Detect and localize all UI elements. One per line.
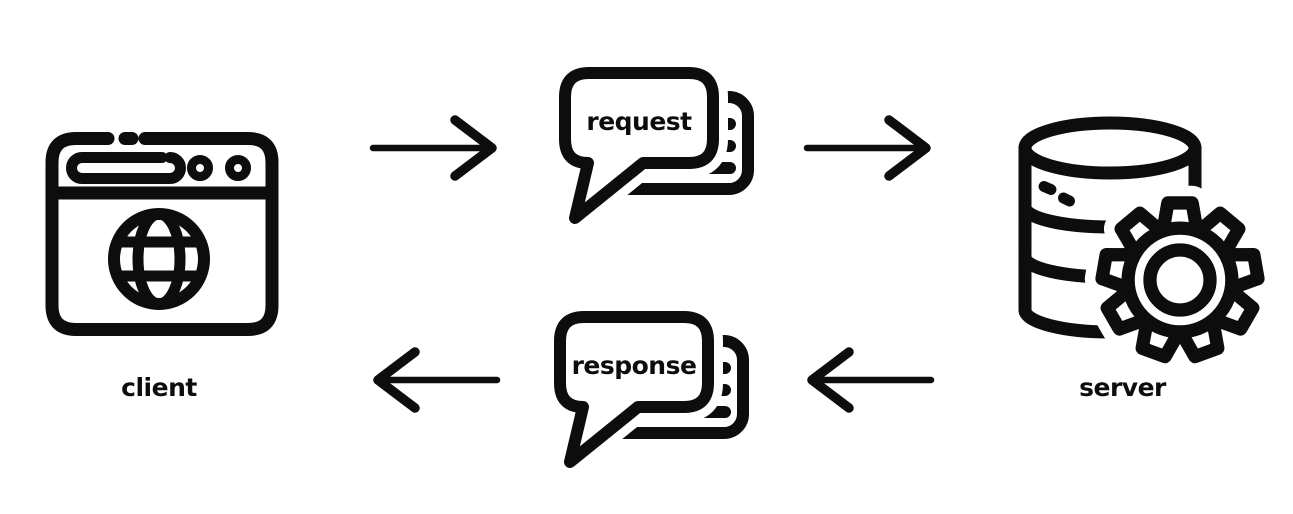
globe-icon bbox=[108, 208, 210, 310]
server-label: server bbox=[1079, 372, 1166, 402]
browser-button-icon bbox=[187, 155, 213, 181]
arrow-left-icon bbox=[373, 347, 501, 413]
arrow-client-to-request bbox=[369, 115, 497, 181]
database-gear-icon bbox=[1018, 116, 1276, 374]
browser-button-icon bbox=[225, 155, 251, 181]
database-dots bbox=[1038, 181, 1075, 207]
request-bubble bbox=[550, 58, 754, 233]
arrow-request-to-server bbox=[803, 115, 931, 181]
speech-bubbles-icon bbox=[545, 302, 749, 477]
arrow-right-icon bbox=[803, 115, 931, 181]
speech-bubbles-icon bbox=[550, 58, 754, 233]
arrow-response-to-client bbox=[373, 347, 501, 413]
gear-icon bbox=[1084, 185, 1276, 374]
response-label: response bbox=[571, 350, 697, 380]
front-bubble-with-tail bbox=[554, 311, 714, 468]
browser-globe-icon bbox=[45, 132, 279, 336]
front-bubble-with-tail bbox=[559, 67, 719, 224]
arrow-right-icon bbox=[369, 115, 497, 181]
browser-window-frame bbox=[45, 132, 279, 336]
arrow-server-to-response bbox=[807, 347, 935, 413]
arrow-left-icon bbox=[807, 347, 935, 413]
client-label: client bbox=[121, 372, 197, 402]
address-bar-icon bbox=[66, 152, 186, 184]
request-label: request bbox=[586, 106, 692, 136]
response-bubble bbox=[545, 302, 749, 477]
